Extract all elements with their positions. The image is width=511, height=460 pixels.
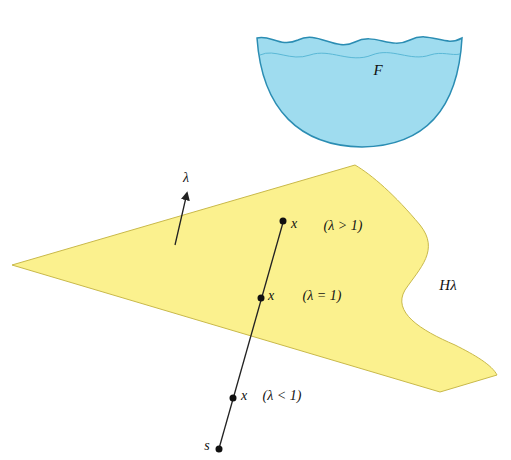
vector-label: λ xyxy=(183,170,189,186)
point xyxy=(216,446,223,453)
region-name: F xyxy=(373,62,382,79)
condition-label: (λ = 1) xyxy=(303,288,342,304)
set-label: F xyxy=(369,60,386,81)
point-label: x xyxy=(268,288,274,304)
point-label: x xyxy=(291,216,297,232)
convex-set xyxy=(257,37,462,147)
half-space-label: Hλ xyxy=(435,275,460,296)
point xyxy=(280,218,287,225)
point xyxy=(258,295,265,302)
region-name: Hλ xyxy=(439,277,456,294)
normal-vector xyxy=(175,193,187,245)
set-surface xyxy=(260,53,460,58)
point-label: x xyxy=(241,388,247,404)
condition-label: (λ > 1) xyxy=(324,218,363,234)
point-label: s xyxy=(204,438,209,454)
half-space xyxy=(12,165,497,392)
segment-line xyxy=(218,219,284,452)
point xyxy=(230,395,237,402)
condition-label: (λ < 1) xyxy=(263,388,302,404)
